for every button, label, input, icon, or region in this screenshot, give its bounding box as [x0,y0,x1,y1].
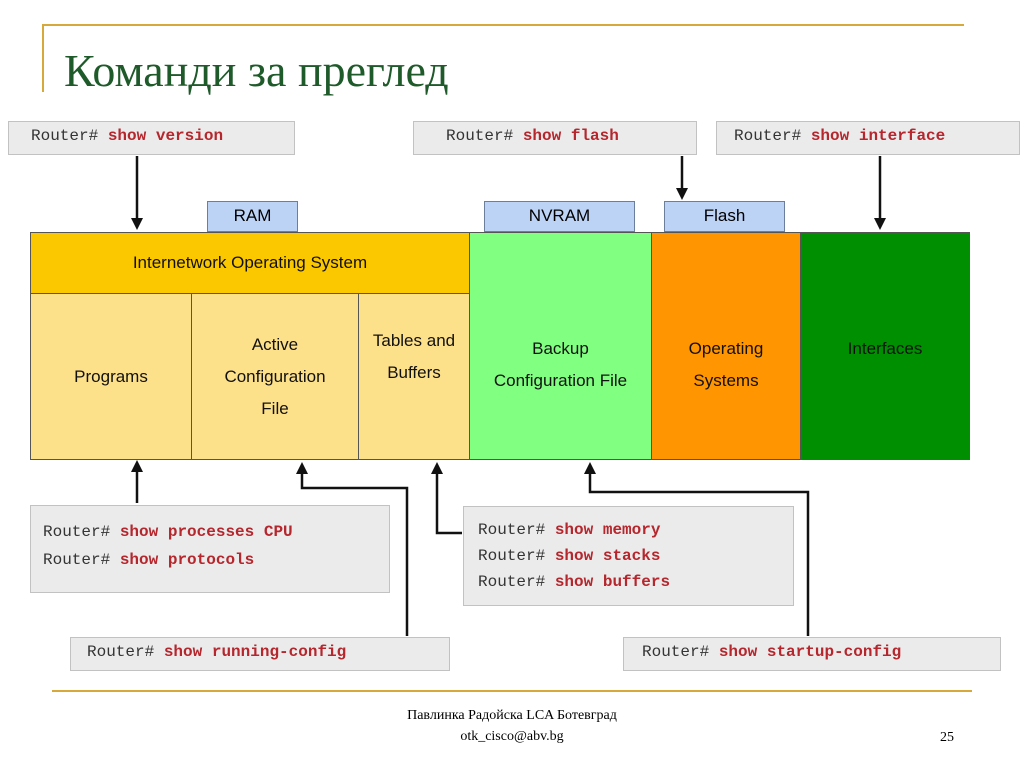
arrowhead-down [874,218,886,230]
cmd-keyword: show buffers [554,573,671,591]
cmd-group-memory-stacks-buffers: Router# show memory Router# show stacks … [463,506,794,606]
interfaces-cell: Interfaces [800,232,970,460]
active-config-line: File [261,398,289,418]
title-top-rule [42,24,964,26]
cmd-line: Router# show memory [478,517,793,543]
nvram-label: NVRAM [484,201,635,232]
cmd-show-flash: Router# show flash [413,121,697,155]
cmd-keyword: show memory [554,521,661,539]
cmd-prompt: Router# [43,551,111,569]
tables-buffers-line: Tables and [372,330,456,350]
arrowhead-up [131,460,143,472]
tables-buffers-cell: Tables and Buffers [358,293,470,460]
cmd-show-startup-config: Router# show startup-config [623,637,1001,671]
cmd-prompt: Router# [478,521,546,539]
cmd-show-running-config: Router# show running-config [70,637,450,671]
footer-email: otk_cisco@abv.bg [460,729,564,744]
backup-config-line: Backup [532,339,589,358]
operating-systems-line: Systems [693,371,759,390]
arrowhead-down [131,218,143,230]
ram-label: RAM [207,201,298,232]
arrowhead-down [676,188,688,200]
active-config-cell: Active Configuration File [191,293,359,460]
cmd-show-version: Router# show version [8,121,295,155]
cmd-prompt: Router# [87,643,155,661]
operating-systems-cell: Operating Systems [651,232,801,460]
programs-cell: Programs [30,293,192,460]
cmd-prompt: Router# [642,643,710,661]
cmd-keyword: show startup-config [718,643,902,661]
cmd-line: Router# show buffers [478,569,793,595]
cmd-group-processes-protocols: Router# show processes CPU Router# show … [30,505,390,593]
cmd-keyword: show running-config [163,643,347,661]
cmd-prompt: Router# [31,127,99,145]
active-config-line: Active [251,334,299,354]
cmd-keyword: show interface [810,127,946,145]
cmd-prompt: Router# [478,573,546,591]
cmd-keyword: show stacks [554,547,661,565]
slide-title: Команди за преглед [64,45,449,96]
active-config-line: Configuration [224,366,326,386]
ios-cell: Internetwork Operating System [30,232,470,294]
arrow-memory-stacks-buffers [435,472,462,535]
programs-label: Programs [74,366,148,386]
cmd-keyword: show flash [522,127,619,145]
title-left-rule [42,24,44,92]
footer-author: Павлинка Радойска LCA Ботевград [407,708,617,723]
operating-systems-line: Operating [688,339,764,358]
arrowhead-up [296,462,308,474]
footer-rule [52,690,972,692]
backup-config-cell: Backup Configuration File [469,232,652,460]
ios-label: Internetwork Operating System [132,253,368,272]
interfaces-label: Interfaces [847,339,923,358]
cmd-prompt: Router# [478,547,546,565]
page-number: 25 [940,730,954,745]
cmd-prompt: Router# [43,523,111,541]
arrowhead-up [584,462,596,474]
cmd-prompt: Router# [734,127,802,145]
flash-label: Flash [664,201,785,232]
cmd-prompt: Router# [446,127,514,145]
cmd-keyword: show protocols [119,551,255,569]
cmd-keyword: show processes CPU [119,523,293,541]
arrowhead-up [431,462,443,474]
cmd-line: Router# show stacks [478,543,793,569]
cmd-line: Router# show protocols [43,546,389,574]
backup-config-line: Configuration File [493,371,628,390]
cmd-line: Router# show processes CPU [43,518,389,546]
tables-buffers-line: Buffers [387,362,441,382]
cmd-keyword: show version [107,127,224,145]
cmd-show-interface: Router# show interface [716,121,1020,155]
